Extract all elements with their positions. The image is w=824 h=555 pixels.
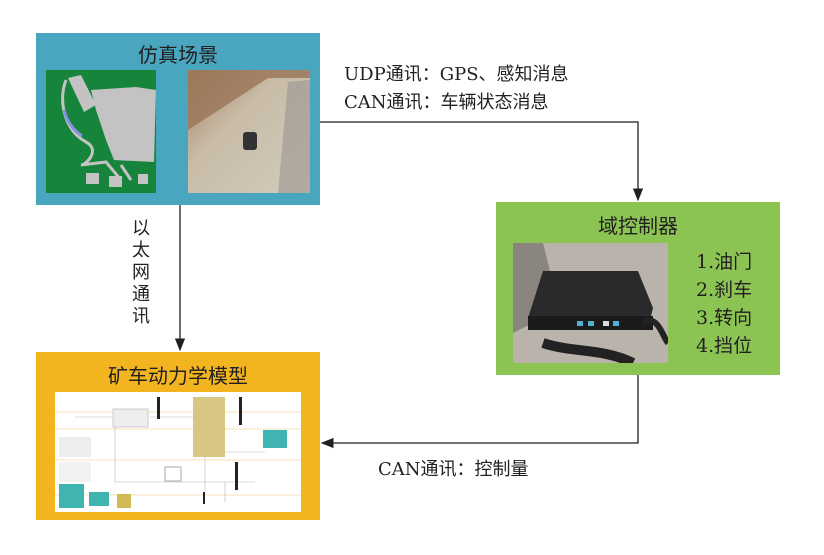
control-functions-list: 1.油门 2.刹车 3.转向 4.挡位 — [696, 248, 752, 360]
function-gear: 4.挡位 — [696, 335, 753, 357]
function-steering: 3.转向 — [696, 307, 753, 329]
function-throttle: 1.油门 — [696, 251, 753, 273]
udp-link-label: UDP通讯：GPS、感知消息 — [344, 64, 569, 85]
simulink-model-image — [55, 392, 301, 512]
domain-controller-box: 域控制器 1.油门 2.刹车 3.转向 4.挡位 — [496, 202, 780, 375]
vehicle-icon — [243, 132, 257, 150]
domain-controller-title: 域控制器 — [598, 214, 678, 238]
sim-scene-box: 仿真场景 — [36, 33, 320, 205]
vehicle-model-box: 矿车动力学模型 — [36, 352, 320, 520]
camera-view-image — [188, 70, 310, 193]
can-control-link-label: CAN通讯：控制量 — [378, 459, 529, 480]
arrow-scene-to-controller — [320, 121, 644, 202]
controller-photo — [513, 243, 668, 363]
map-image — [46, 70, 156, 193]
can-state-link-label: CAN通讯：车辆状态消息 — [344, 92, 549, 113]
sim-scene-title: 仿真场景 — [138, 43, 218, 67]
arrow-controller-to-model — [320, 375, 639, 449]
function-brake: 2.刹车 — [696, 279, 753, 301]
vehicle-model-title: 矿车动力学模型 — [108, 364, 248, 388]
ethernet-link-label: 以太网通讯 — [132, 218, 150, 327]
